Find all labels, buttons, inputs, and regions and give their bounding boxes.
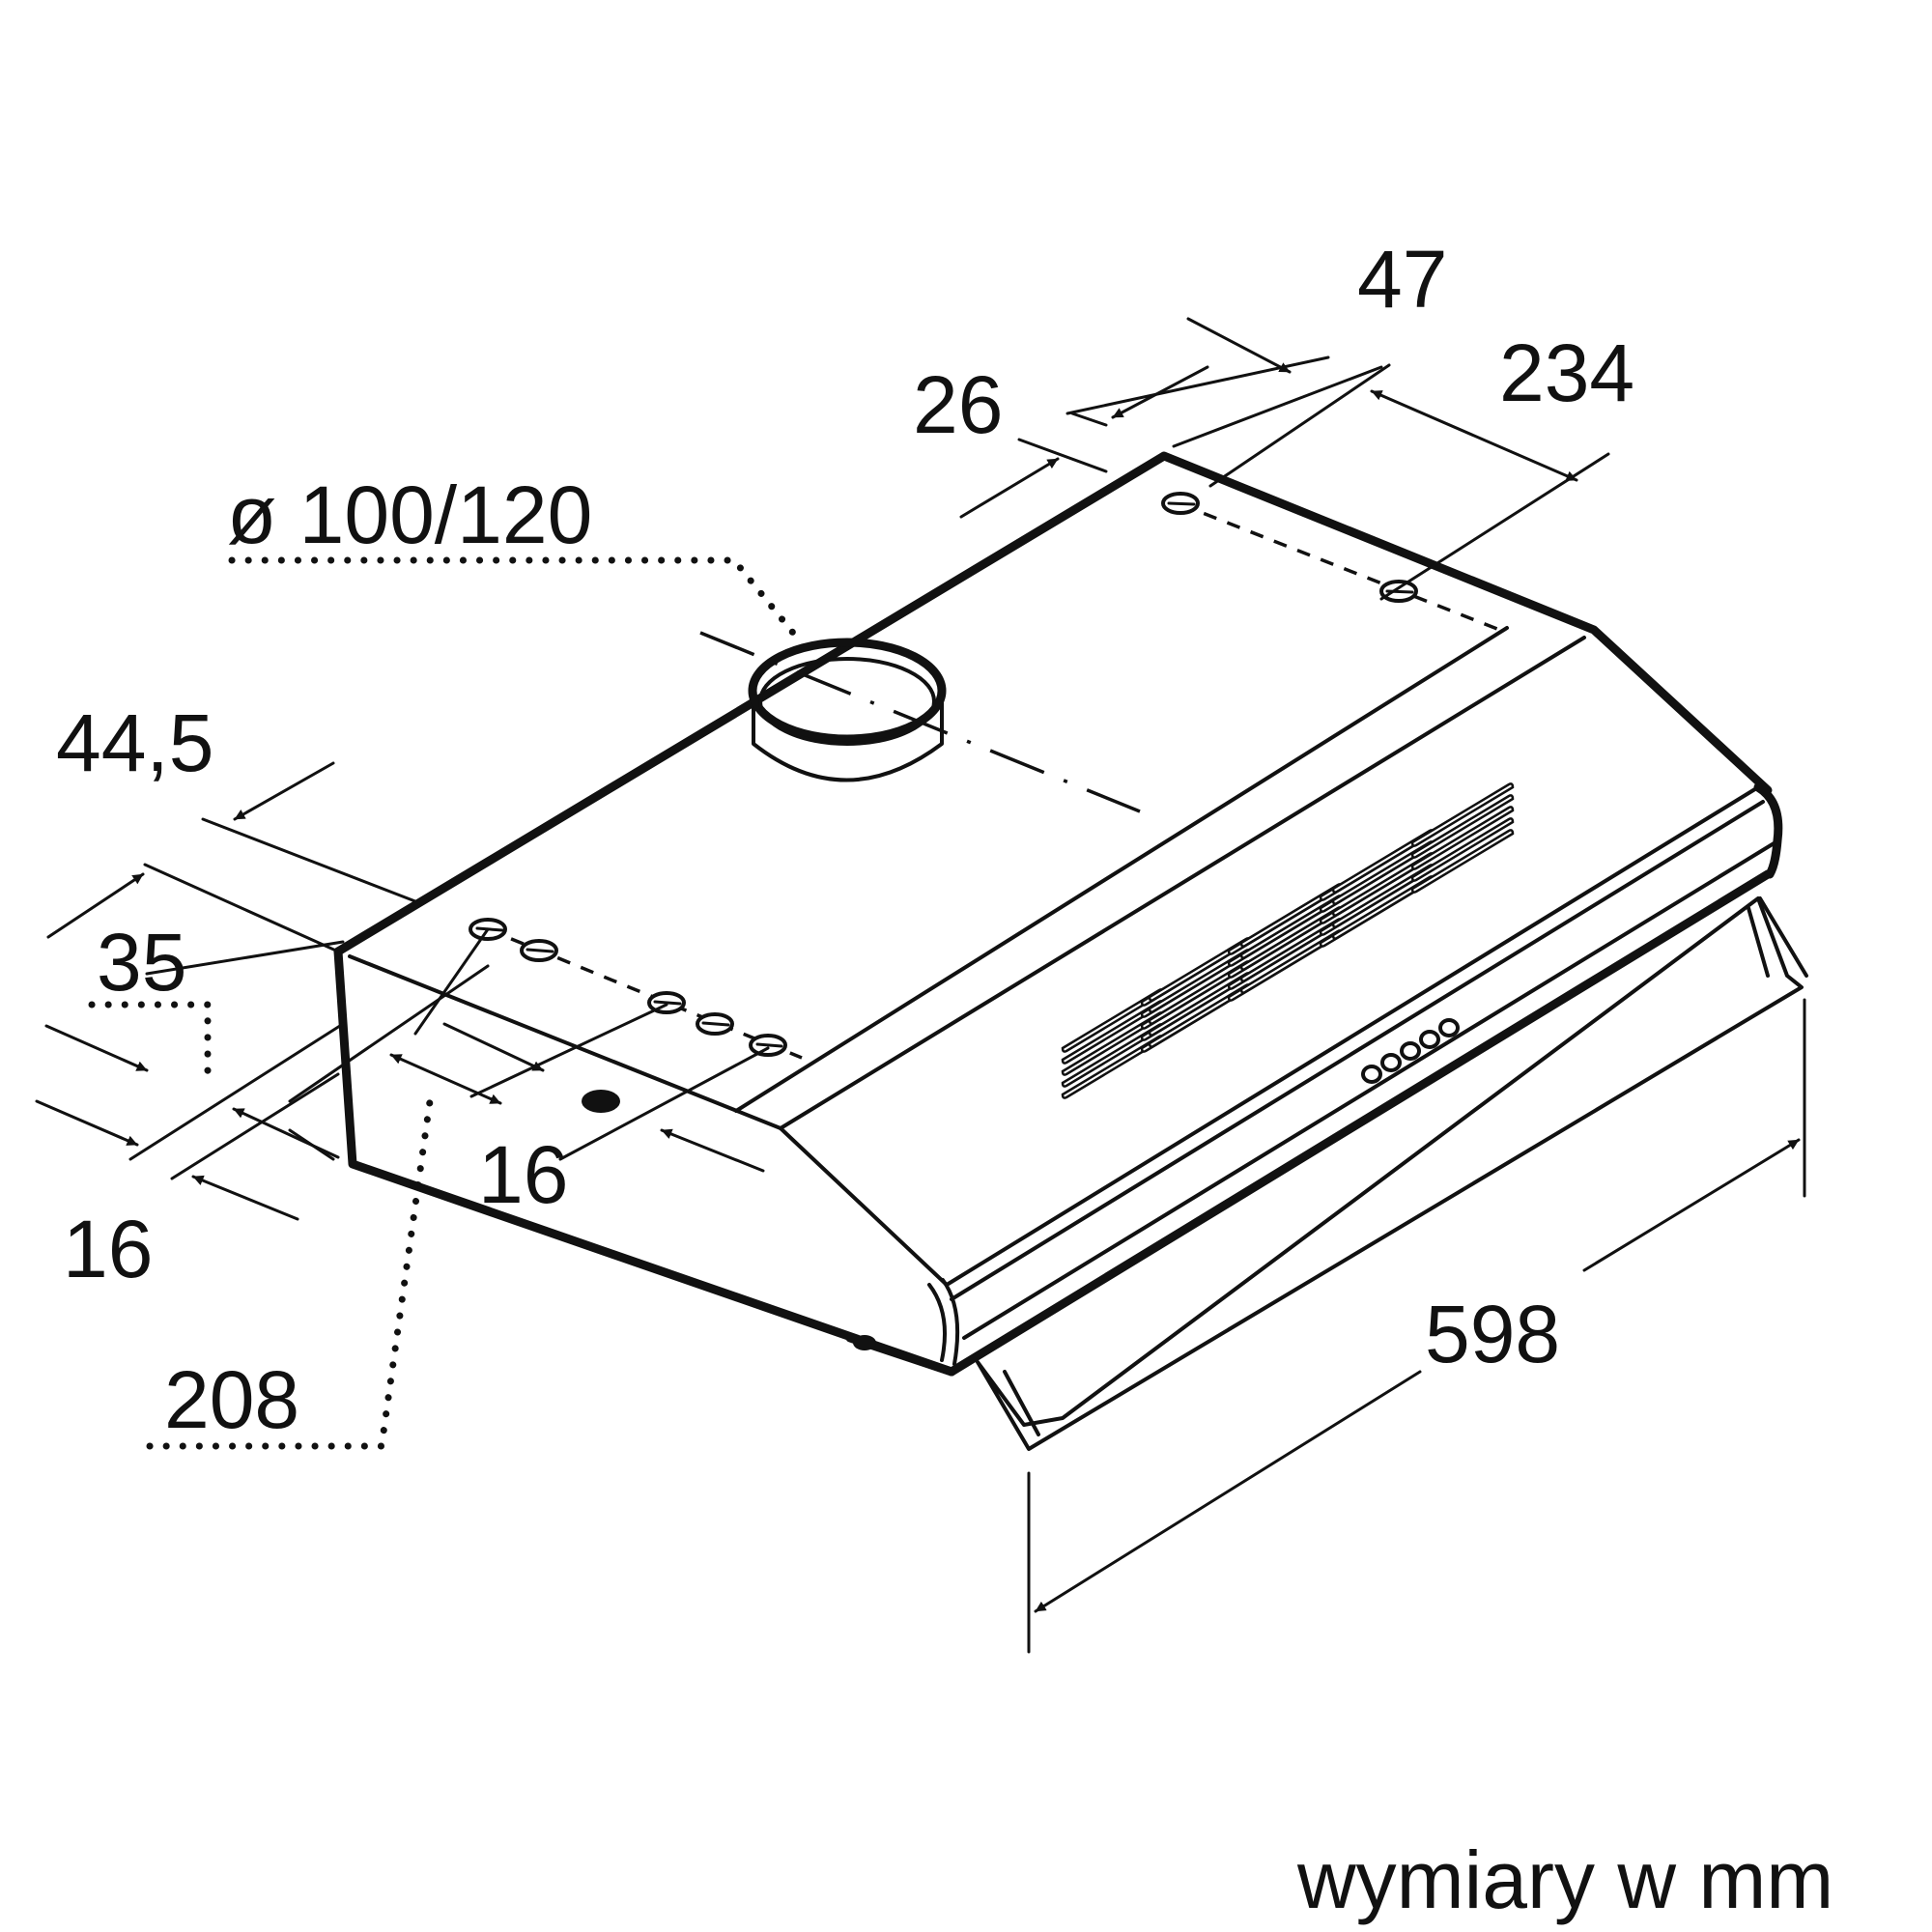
rear-mount-holes [1161,492,1508,635]
mount-depth-leader [146,1097,434,1450]
side-bottom-label: 16 [63,1204,153,1294]
rear-hole-spacing-label: 234 [1499,327,1634,418]
top-surface-back-edge [333,451,1773,956]
visor-top-edge [779,636,1586,1130]
duct-collar [748,638,947,782]
vent-slot [1410,806,1515,870]
underside-frame [976,896,1804,1451]
vent-slot [1410,829,1515,894]
vent-slot [1410,794,1515,859]
front-mount-holes [469,918,803,1113]
front-bottom-edge [947,869,1773,1377]
side-height-leader [88,1001,212,1076]
vent-slot [1410,817,1515,882]
width-dimension-lines [1027,998,1806,1654]
side-depth-label: 44,5 [56,697,214,788]
units-note: wymiary w mm [1296,1834,1833,1925]
duct-diameter-label: ø 100/120 [227,469,592,560]
front-hole-gap-label: 16 [478,1129,568,1220]
vent-grille [1061,782,1515,1099]
rear-offset-b-label: 26 [913,359,1003,450]
side-dimension-lines [35,761,490,1221]
right-end-cap [1753,782,1783,879]
rear-dimension-lines [959,317,1610,601]
control-buttons [1361,1018,1460,1084]
side-height-label: 35 [97,917,186,1008]
duct-axis [699,631,1141,813]
mount-depth-label: 208 [164,1354,299,1445]
rear-offset-a-label: 47 [1357,234,1447,325]
vent-slot [1410,782,1515,847]
duct-leader [228,556,801,641]
front-dimension-lines [389,927,770,1173]
width-label: 598 [1425,1289,1560,1379]
hood-body [333,451,1808,1451]
left-side-panel [333,947,956,1377]
